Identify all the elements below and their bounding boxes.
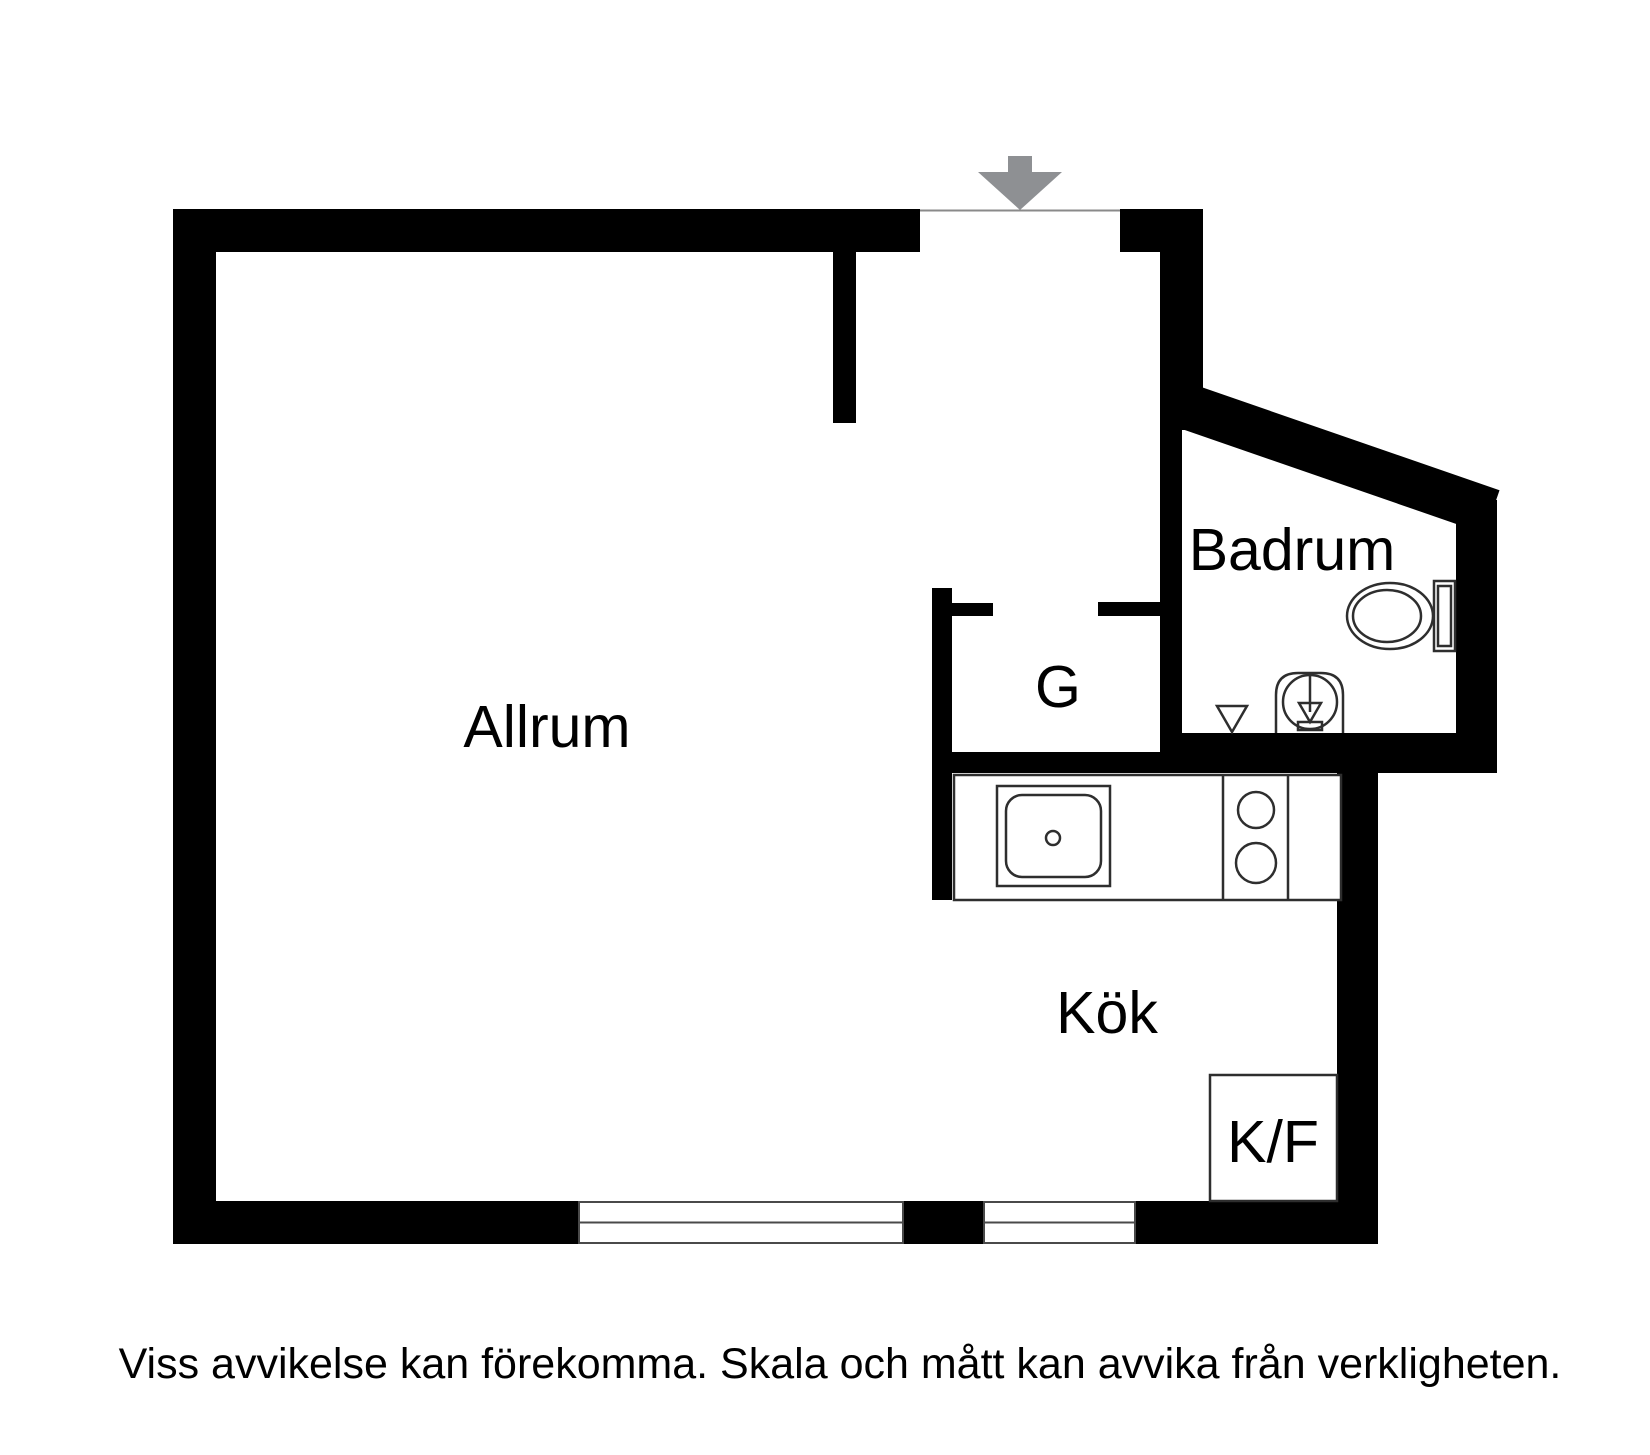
- wall-bottom-left: [173, 1201, 578, 1244]
- wall-closet-bottom: [932, 752, 1160, 773]
- kitchen-label: Kök: [1056, 980, 1158, 1046]
- wall-bathroom-bottom: [1160, 733, 1497, 773]
- fridge-freezer-box: [1208, 1073, 1339, 1203]
- wall-bathroom-diagonal: [1172, 382, 1500, 534]
- window-large: [578, 1201, 904, 1244]
- floor-drain-icon: [1214, 704, 1250, 735]
- wall-kitchen-right: [1337, 773, 1378, 1201]
- wall-entry-stub: [833, 252, 856, 423]
- window-small: [983, 1201, 1136, 1244]
- wall-top-left: [173, 209, 920, 252]
- wall-closet-door-stub-left: [952, 603, 993, 616]
- wall-bottom-middle: [904, 1201, 983, 1244]
- entrance-arrow-icon: [978, 156, 1062, 210]
- kitchen-sink-icon: [995, 784, 1112, 888]
- living-room-label: Allrum: [463, 694, 630, 760]
- disclaimer-text: Viss avvikelse kan förekomma. Skala och …: [119, 1340, 1562, 1388]
- closet-label: G: [1035, 654, 1081, 720]
- wall-bathroom-right: [1456, 500, 1497, 773]
- wall-bottom-right: [1136, 1201, 1378, 1244]
- wall-top-right: [1120, 209, 1203, 252]
- toilet-icon: [1345, 579, 1457, 653]
- bathroom-label: Badrum: [1189, 517, 1396, 583]
- stove-icon: [1221, 775, 1290, 900]
- wall-closet-left: [932, 588, 952, 900]
- wall-closet-door-stub-right: [1098, 602, 1160, 616]
- wall-bathroom-left: [1160, 422, 1182, 733]
- bathroom-sink-icon: [1274, 671, 1345, 733]
- wall-left: [173, 209, 216, 1244]
- fridge-freezer-label: K/F: [1227, 1109, 1319, 1175]
